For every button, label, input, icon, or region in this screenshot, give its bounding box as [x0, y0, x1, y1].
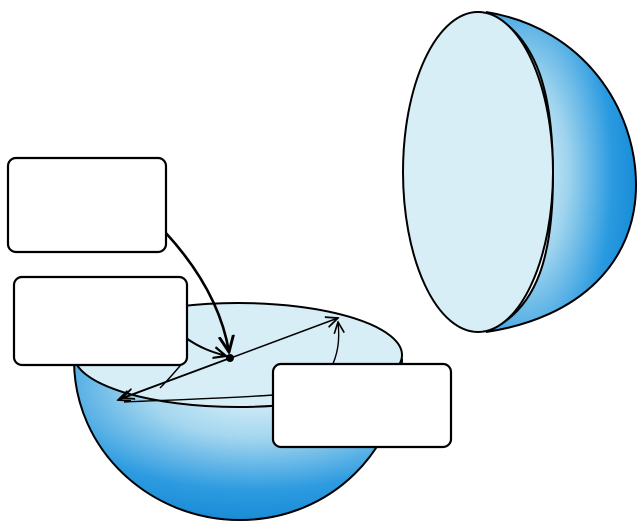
label-box-middle-left[interactable] — [14, 277, 187, 365]
center-point — [226, 354, 234, 362]
label-box-bottom-right[interactable] — [273, 364, 451, 447]
label-box-top-left[interactable] — [8, 158, 166, 252]
right-hemisphere-flat-face — [403, 12, 553, 332]
right-hemisphere — [403, 12, 636, 332]
